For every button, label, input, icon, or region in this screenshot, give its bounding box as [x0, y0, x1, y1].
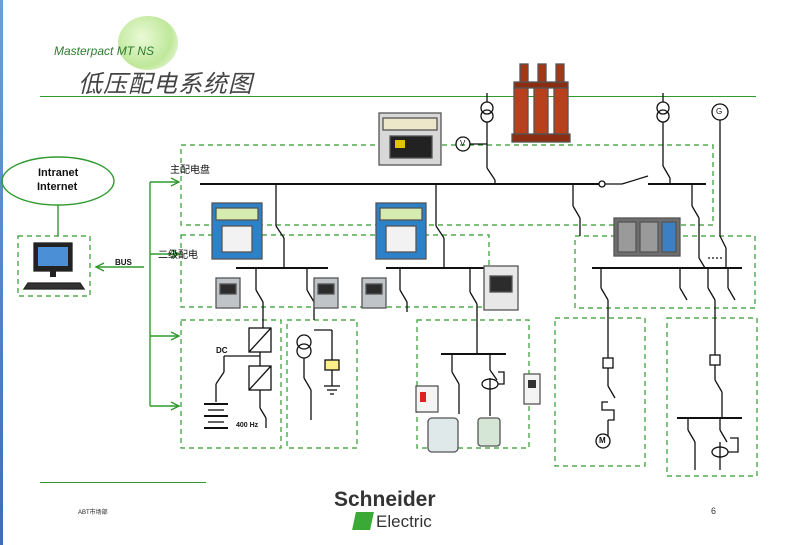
feeder-group: [677, 354, 742, 470]
voltmeter-symbol: V: [460, 139, 466, 148]
transformer-1: [455, 93, 496, 184]
panel-enclosures: [17, 144, 758, 477]
computer-icon: [22, 242, 86, 290]
converter-chain: [204, 327, 272, 429]
cast-resin-transformer-image: [511, 63, 571, 143]
brand-logo-icon: [352, 512, 374, 530]
product-name: Masterpact MT NS: [54, 44, 155, 58]
cloud-label-line2: Internet: [37, 181, 78, 193]
generator: [711, 103, 729, 268]
brand-name: Schneider: [334, 488, 436, 511]
comm-network: [1, 156, 181, 411]
motor-load-box: [554, 317, 646, 467]
bus-label: BUS: [115, 258, 132, 267]
main-panel-box: [180, 144, 714, 226]
mccb-images: [215, 265, 519, 311]
computer-box: [17, 235, 91, 297]
page-title: 低压配电系统图: [78, 71, 253, 98]
motor-feeder: [595, 357, 616, 449]
footer-rule: [40, 482, 206, 483]
generator-symbol: G: [716, 107, 723, 116]
transformer-2: [656, 93, 671, 184]
secondary-panel-label: 二级配电: [158, 250, 198, 261]
secondary-breaker-image-2: [375, 202, 427, 260]
device-images: [211, 63, 681, 453]
feeder-load-box: [666, 317, 758, 477]
voltmeter-icon: [455, 136, 471, 152]
secondary-breaker-image-1: [211, 202, 263, 260]
left-accent-bar: [0, 0, 3, 545]
sub-distribution: [441, 350, 506, 416]
page-number: 6: [711, 506, 717, 516]
modular-device-images: [415, 373, 541, 453]
header-swoosh: [118, 16, 178, 70]
main-breaker-image: [378, 112, 442, 166]
header-rule: [40, 96, 756, 97]
right-feeders: [600, 268, 736, 358]
brand-subname: Electric: [376, 512, 432, 531]
freq-label: 400 Hz: [236, 422, 259, 429]
contactor-image: [613, 217, 681, 257]
footer-left-text: ABT市场部: [78, 510, 108, 516]
load-transformer: [296, 329, 340, 420]
secondary-feeders: [255, 268, 478, 350]
meter-icon: [324, 359, 340, 371]
main-panel-label: 主配电盘: [170, 165, 210, 176]
motor-icon: [595, 433, 611, 449]
cloud-label-line1: Intranet: [38, 167, 79, 179]
dc-load-box: [180, 319, 282, 449]
dc-label: DC: [216, 346, 228, 355]
motor-symbol: M: [599, 436, 606, 445]
